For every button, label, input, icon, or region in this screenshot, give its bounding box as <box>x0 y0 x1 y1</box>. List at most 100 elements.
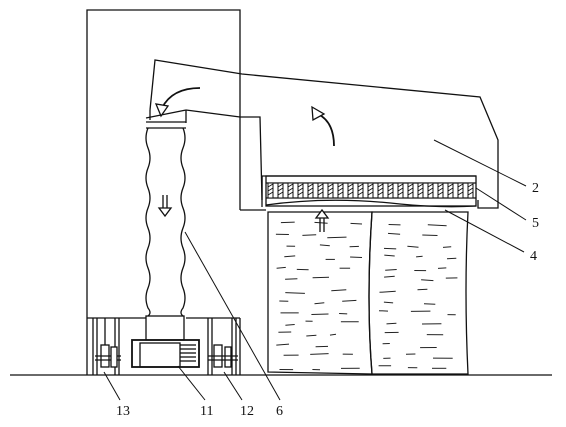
hood-cover <box>149 59 499 209</box>
nozzle-hatch <box>287 191 294 196</box>
nozzle-hatch <box>397 187 404 192</box>
callout-13: 13 <box>116 404 130 419</box>
fibre-dash <box>314 302 325 305</box>
fibre-dash <box>280 221 295 224</box>
nozzle-hatch <box>317 183 324 188</box>
nozzle-hatch <box>337 183 344 188</box>
flow-arrow-curved-up <box>311 105 335 147</box>
nozzle-hatch <box>417 187 424 192</box>
corrugated-downpipe <box>145 127 186 341</box>
nozzle-hatch <box>367 187 374 192</box>
fibre-dash <box>384 275 395 278</box>
nozzle-hatch <box>347 191 354 196</box>
nozzle-hatch <box>407 187 414 192</box>
nozzle-hatch <box>387 187 394 192</box>
nozzle-hatch <box>417 183 424 188</box>
fibre-dash <box>387 232 401 235</box>
fibre-dash <box>319 244 330 247</box>
nozzle-hatch <box>387 183 394 188</box>
right-supports <box>207 318 238 375</box>
fibre-dash <box>423 303 436 305</box>
nozzle-hatch <box>447 187 454 192</box>
fibre-dash <box>276 343 290 346</box>
nozzle-hatch <box>397 191 404 196</box>
fibre-dash <box>350 222 363 225</box>
flow-arrow-up <box>314 208 330 232</box>
fibre-dash <box>276 266 286 269</box>
fibre-dash <box>285 292 305 294</box>
flow-arrow-down <box>157 195 173 218</box>
nozzle-hatch <box>327 183 334 188</box>
nozzle-hatch <box>317 187 324 192</box>
nozzle-hatch <box>357 183 364 188</box>
nozzle-hatch <box>367 191 374 196</box>
inlet-duct <box>145 109 241 129</box>
nozzle-hatch <box>457 191 464 196</box>
fibre-dash <box>417 288 428 291</box>
nozzle-hatch <box>327 187 334 192</box>
nozzle-hatch <box>407 183 414 188</box>
fibre-dash <box>285 278 298 280</box>
fibre-dash <box>407 245 419 248</box>
fibre-dash <box>314 221 328 224</box>
callout-6: 6 <box>276 404 283 419</box>
nozzle-hatch <box>437 183 444 188</box>
nozzle-hatch <box>337 187 344 192</box>
fibre-dash <box>329 333 337 336</box>
nozzle-hatch <box>457 183 464 188</box>
nozzle-hatch <box>267 183 274 188</box>
nozzle-hatch <box>437 187 444 192</box>
nozzle-hatch <box>377 187 384 192</box>
nozzle-grid <box>265 175 477 207</box>
nozzle-hatch <box>377 191 384 196</box>
nozzle-hatch <box>267 187 274 192</box>
fibre-dash <box>350 256 363 258</box>
nozzle-hatch <box>347 187 354 192</box>
nozzle-hatch <box>457 187 464 192</box>
nozzle-hatch <box>347 183 354 188</box>
callout-4: 4 <box>530 249 537 264</box>
fibre-dash <box>383 247 397 250</box>
fibre-dash <box>306 334 317 337</box>
fibre-dash <box>385 269 397 271</box>
fibre-dash <box>310 353 329 355</box>
nozzle-hatch <box>467 187 474 192</box>
distribution-plate <box>265 199 477 208</box>
nozzle-hatch <box>417 191 424 196</box>
fibre-dash <box>416 255 423 258</box>
nozzle-hatch <box>467 191 474 196</box>
nozzle-hatch <box>277 191 284 196</box>
nozzle-hatch <box>377 183 384 188</box>
nozzle-hatch <box>327 191 334 196</box>
callout-5: 5 <box>532 216 539 231</box>
nozzle-hatch <box>267 191 274 196</box>
callout-12: 12 <box>240 404 254 419</box>
nozzle-hatch <box>357 187 364 192</box>
nozzle-hatch <box>437 191 444 196</box>
nozzle-hatch <box>397 183 404 188</box>
callout-2: 2 <box>532 181 539 196</box>
nozzle-hatch <box>297 187 304 192</box>
fan-unit <box>131 339 200 368</box>
fibre-dash <box>327 236 347 239</box>
nozzle-hatch <box>317 191 324 196</box>
fibre-dash <box>386 322 397 325</box>
fibre-dash <box>342 299 357 302</box>
nozzle-hatch <box>427 183 434 188</box>
nozzle-hatch <box>297 183 304 188</box>
nozzle-hatch <box>287 183 294 188</box>
fibre-dash <box>384 254 395 257</box>
fibre-dash <box>383 301 394 304</box>
leader-lines <box>103 139 527 401</box>
nozzle-hatch <box>447 191 454 196</box>
fibre-dash <box>302 234 317 236</box>
side-wall <box>239 209 266 375</box>
nozzle-hatch <box>297 191 304 196</box>
left-supports <box>92 318 121 375</box>
nozzle-hatch <box>387 191 394 196</box>
callout-11: 11 <box>200 404 213 419</box>
nozzle-hatch <box>287 187 294 192</box>
nozzle-hatch <box>447 183 454 188</box>
